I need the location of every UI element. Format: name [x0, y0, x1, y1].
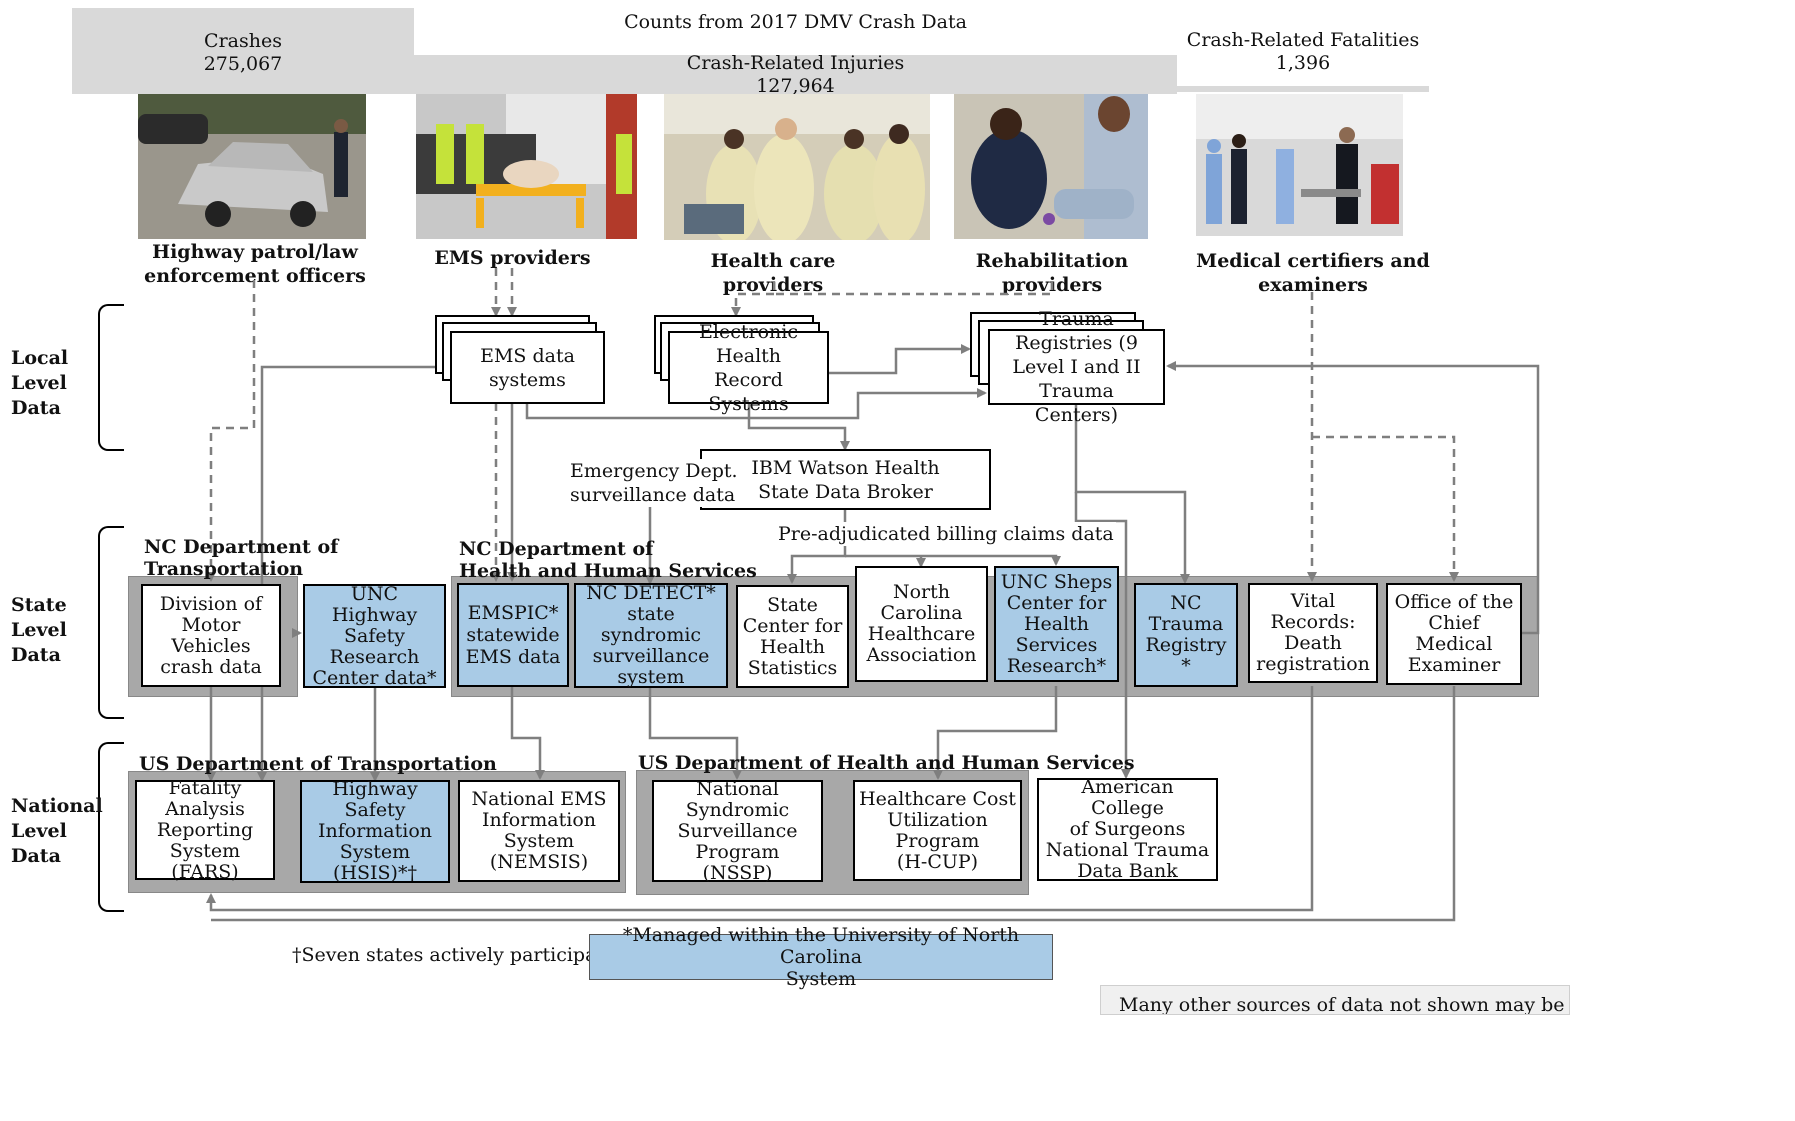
state-level-brace — [98, 526, 124, 719]
fatalities-count: 1,396 — [1275, 52, 1331, 74]
ems-data-systems: EMS data systems — [450, 331, 605, 404]
ed-surveillance-label: Emergency Dept.surveillance data — [570, 459, 738, 507]
seven-states-note: †Seven states actively participating — [292, 944, 635, 966]
injuries-band — [414, 55, 1177, 94]
ems-providers-label: EMS providers — [434, 247, 591, 269]
health-care-photo — [664, 94, 930, 240]
fatalities-band — [1177, 86, 1429, 92]
crashes-band — [72, 8, 414, 94]
crashes-count: 275,067 — [203, 53, 283, 75]
injuries-label: Crash-Related Injuries — [686, 52, 905, 74]
other-sources-note: Many other sources of data not shown may… — [1100, 985, 1570, 1015]
rehabilitation-photo — [954, 94, 1148, 239]
fatalities-label: Crash-Related Fatalities — [1186, 29, 1420, 51]
ushhs-title: US Department of Health and Human Servic… — [638, 752, 1135, 774]
managed-unc-legend: *Managed within the University of North … — [589, 924, 1053, 990]
ems-photo — [416, 94, 637, 239]
medical-examiner-photo — [1196, 94, 1403, 236]
local-level-brace — [98, 304, 124, 451]
crashes-label: Crashes — [204, 30, 282, 52]
law-enforcement-photo — [138, 94, 366, 239]
billing-claims-label: Pre-adjudicated billing claims data — [776, 522, 1116, 546]
national-level-brace — [98, 742, 124, 912]
usdot-title: US Department of Transportation — [139, 753, 497, 775]
header-title: Counts from 2017 DMV Crash Data — [624, 11, 967, 33]
injuries-count: 127,964 — [756, 75, 835, 97]
